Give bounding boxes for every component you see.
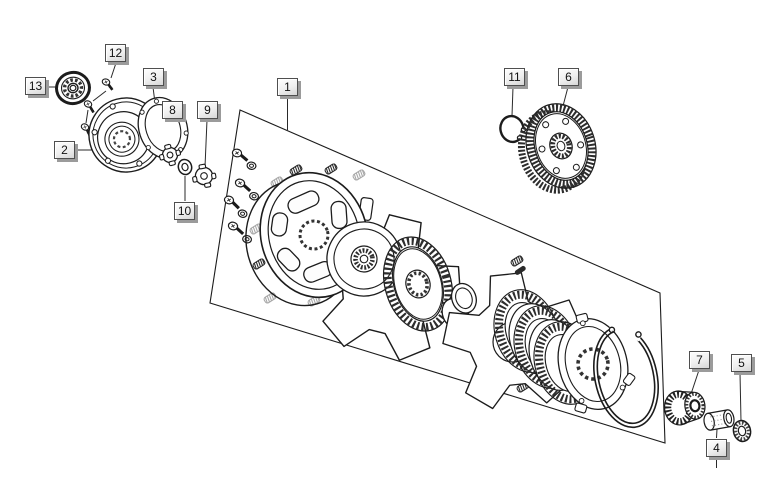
callout-10[interactable]: 10 — [174, 202, 195, 220]
seal-ring-drawing — [732, 419, 752, 443]
spring-washer-drawing — [192, 163, 217, 188]
callout-5[interactable]: 5 — [731, 354, 752, 372]
flat-washer-drawing — [177, 158, 193, 176]
callout-7[interactable]: 7 — [689, 351, 710, 369]
primary-gear-drawing — [517, 103, 597, 194]
callout-1[interactable]: 1 — [277, 78, 298, 96]
large-snap-ring-drawing — [593, 316, 659, 429]
roller-cage-drawing — [703, 409, 735, 431]
callout-11[interactable]: 11 — [504, 68, 525, 86]
callout-12[interactable]: 12 — [105, 44, 126, 62]
callout-2[interactable]: 2 — [54, 141, 75, 159]
callout-8[interactable]: 8 — [162, 101, 183, 119]
callout-6[interactable]: 6 — [558, 68, 579, 86]
callout-13[interactable]: 13 — [25, 77, 46, 95]
pinion-gear-drawing — [663, 390, 706, 426]
ball-bearing-drawing — [55, 70, 91, 106]
callout-4[interactable]: 4 — [706, 439, 727, 457]
outer-plate-drawing — [557, 312, 636, 414]
castellated-nut-drawing — [158, 143, 182, 167]
callout-9[interactable]: 9 — [197, 101, 218, 119]
callout-3[interactable]: 3 — [143, 68, 164, 86]
assembly-frame-outline — [209, 109, 666, 444]
ring-gear-drawing — [383, 236, 453, 332]
clutch-screws-group — [219, 146, 263, 246]
